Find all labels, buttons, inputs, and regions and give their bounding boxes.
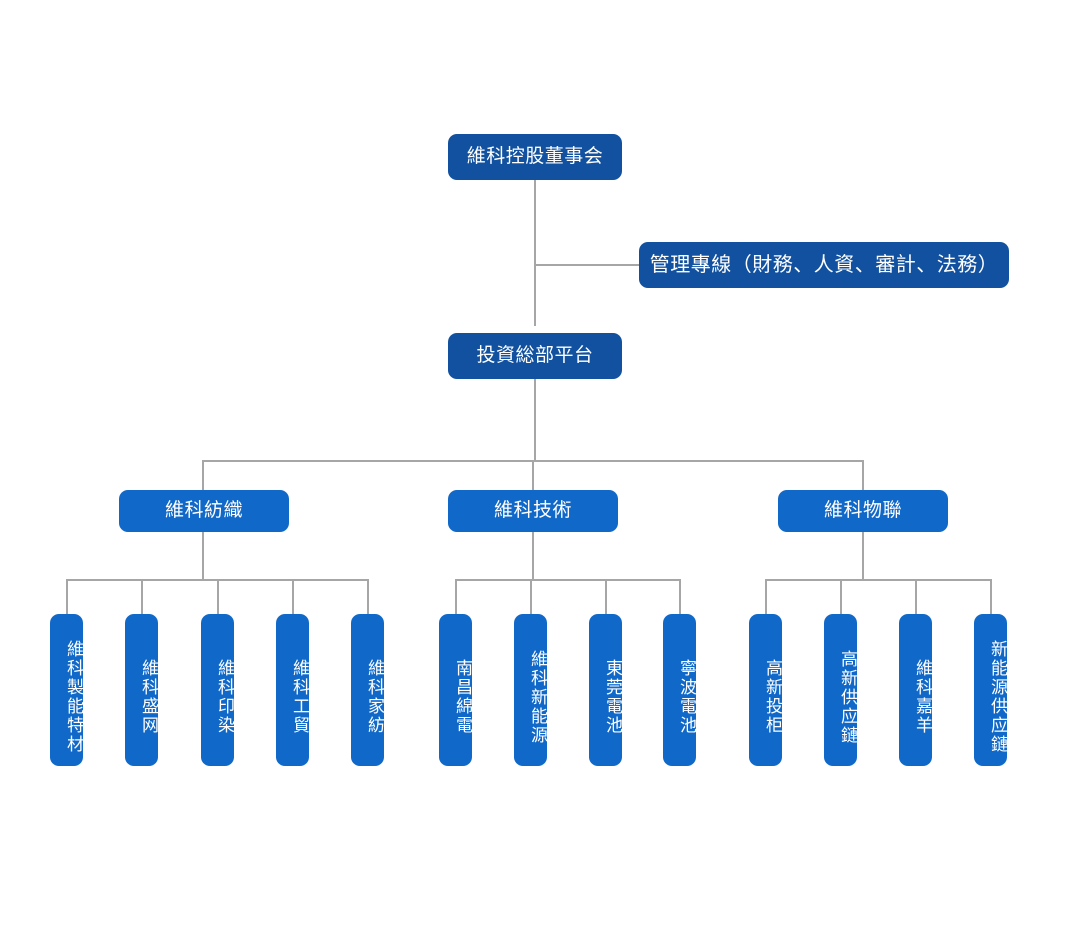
- connector-iot-bus: [765, 579, 992, 581]
- node-management-line[interactable]: 管理專線（財務、人資、審計、法務）: [639, 242, 1009, 288]
- connector-iot-child-2: [840, 579, 842, 614]
- node-leaf-textile-5[interactable]: 維科家紡: [351, 614, 384, 766]
- node-leaf-iot-1[interactable]: 高新投柜: [749, 614, 782, 766]
- connector-board-to-hq: [534, 180, 536, 326]
- node-leaf-iot-4[interactable]: 新能源供应鏈: [974, 614, 1007, 766]
- node-division-iot[interactable]: 維科物聯: [778, 490, 948, 532]
- connector-textile-child-1: [66, 579, 68, 614]
- connector-technology-stem: [532, 532, 534, 580]
- node-leaf-iot-3[interactable]: 維科嘉羊: [899, 614, 932, 766]
- node-leaf-textile-2[interactable]: 維科盛网: [125, 614, 158, 766]
- connector-drop-textile: [202, 460, 204, 490]
- node-leaf-textile-3[interactable]: 維科印染: [201, 614, 234, 766]
- node-division-textile[interactable]: 維科紡織: [119, 490, 289, 532]
- connector-iot-child-1: [765, 579, 767, 614]
- node-leaf-technology-3[interactable]: 東莞電池: [589, 614, 622, 766]
- connector-technology-child-2: [530, 579, 532, 614]
- connector-textile-child-5: [367, 579, 369, 614]
- node-leaf-technology-1[interactable]: 南昌綿電: [439, 614, 472, 766]
- connector-textile-child-4: [292, 579, 294, 614]
- node-division-technology[interactable]: 維科技術: [448, 490, 618, 532]
- connector-hq-to-management-line: [534, 264, 640, 266]
- node-leaf-textile-4[interactable]: 維科工貿: [276, 614, 309, 766]
- connector-hq-to-bus: [534, 379, 536, 461]
- connector-iot-child-3: [915, 579, 917, 614]
- connector-technology-child-1: [455, 579, 457, 614]
- node-leaf-technology-2[interactable]: 維科新能源: [514, 614, 547, 766]
- connector-drop-iot: [862, 460, 864, 490]
- node-leaf-textile-1[interactable]: 維科製能特材: [50, 614, 83, 766]
- node-leaf-iot-2[interactable]: 高新供应鏈: [824, 614, 857, 766]
- node-investment-hq[interactable]: 投資総部平台: [448, 333, 622, 379]
- connector-technology-bus: [455, 579, 680, 581]
- connector-textile-stem: [202, 532, 204, 580]
- node-board[interactable]: 維科控股董事会: [448, 134, 622, 180]
- connector-technology-child-4: [679, 579, 681, 614]
- connector-textile-child-3: [217, 579, 219, 614]
- connector-iot-stem: [862, 532, 864, 580]
- connector-iot-child-4: [990, 579, 992, 614]
- connector-technology-child-3: [605, 579, 607, 614]
- connector-drop-technology: [532, 460, 534, 490]
- node-leaf-technology-4[interactable]: 寧波電池: [663, 614, 696, 766]
- connector-textile-child-2: [141, 579, 143, 614]
